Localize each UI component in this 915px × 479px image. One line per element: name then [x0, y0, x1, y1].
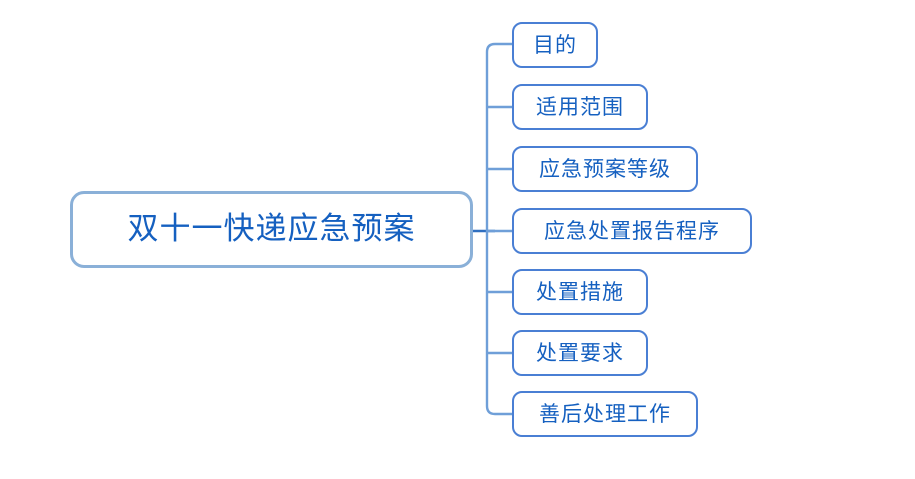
child-node-label: 应急处置报告程序 — [544, 218, 720, 243]
child-node[interactable]: 处置措施 — [512, 269, 648, 315]
root-node-label: 双十一快递应急预案 — [127, 211, 416, 247]
connector-line — [485, 405, 512, 416]
child-node-label: 善后处理工作 — [539, 401, 671, 426]
child-node[interactable]: 应急预案等级 — [512, 146, 698, 192]
connector-line — [485, 42, 512, 53]
child-node[interactable]: 适用范围 — [512, 84, 648, 130]
child-node-label: 应急预案等级 — [539, 156, 671, 181]
child-node-label: 目的 — [533, 32, 577, 57]
child-node-label: 适用范围 — [536, 94, 624, 119]
child-node[interactable]: 目的 — [512, 22, 598, 68]
root-node[interactable]: 双十一快递应急预案 — [70, 191, 473, 268]
child-node-label: 处置要求 — [536, 340, 624, 365]
child-node[interactable]: 处置要求 — [512, 330, 648, 376]
child-node[interactable]: 善后处理工作 — [512, 391, 698, 437]
child-node-label: 处置措施 — [536, 279, 624, 304]
child-node[interactable]: 应急处置报告程序 — [512, 208, 752, 254]
